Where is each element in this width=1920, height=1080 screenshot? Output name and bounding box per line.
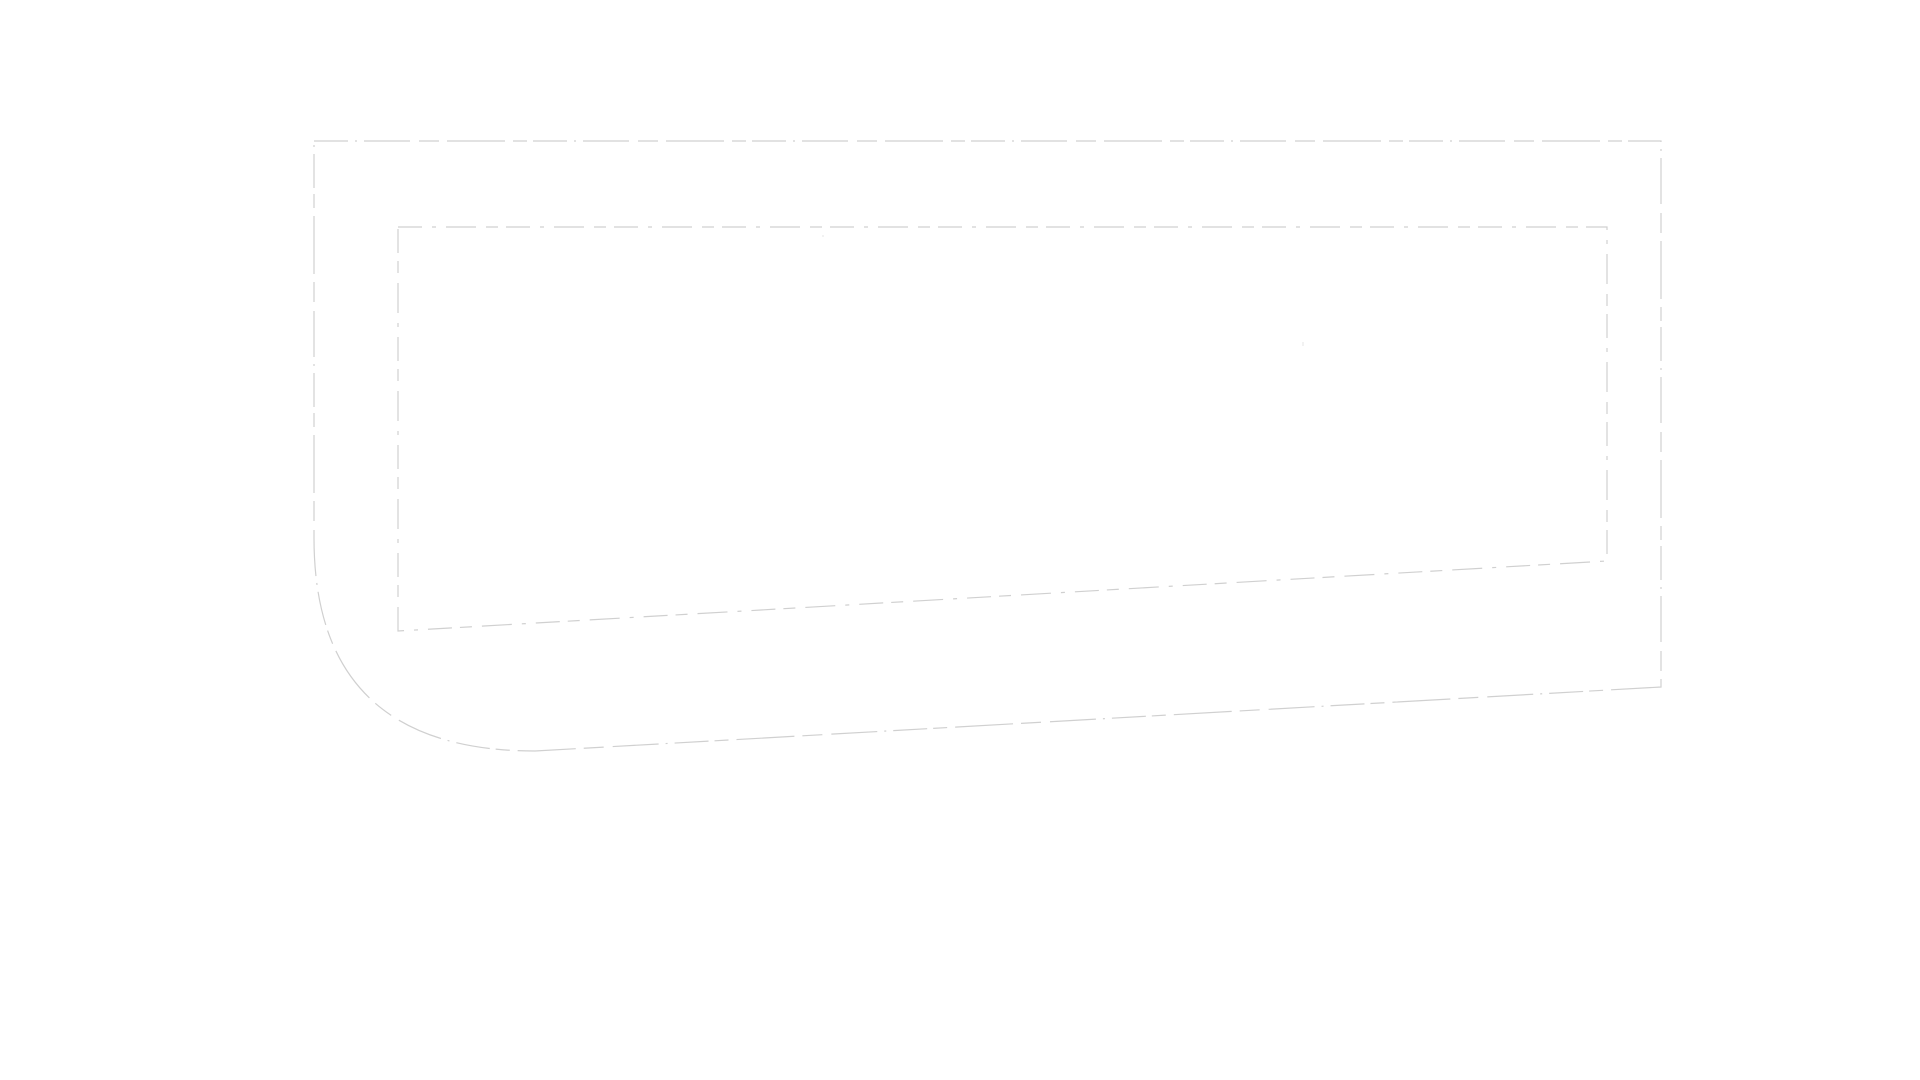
inner-outline	[397, 226, 1608, 632]
outer-outline	[313, 140, 1662, 752]
